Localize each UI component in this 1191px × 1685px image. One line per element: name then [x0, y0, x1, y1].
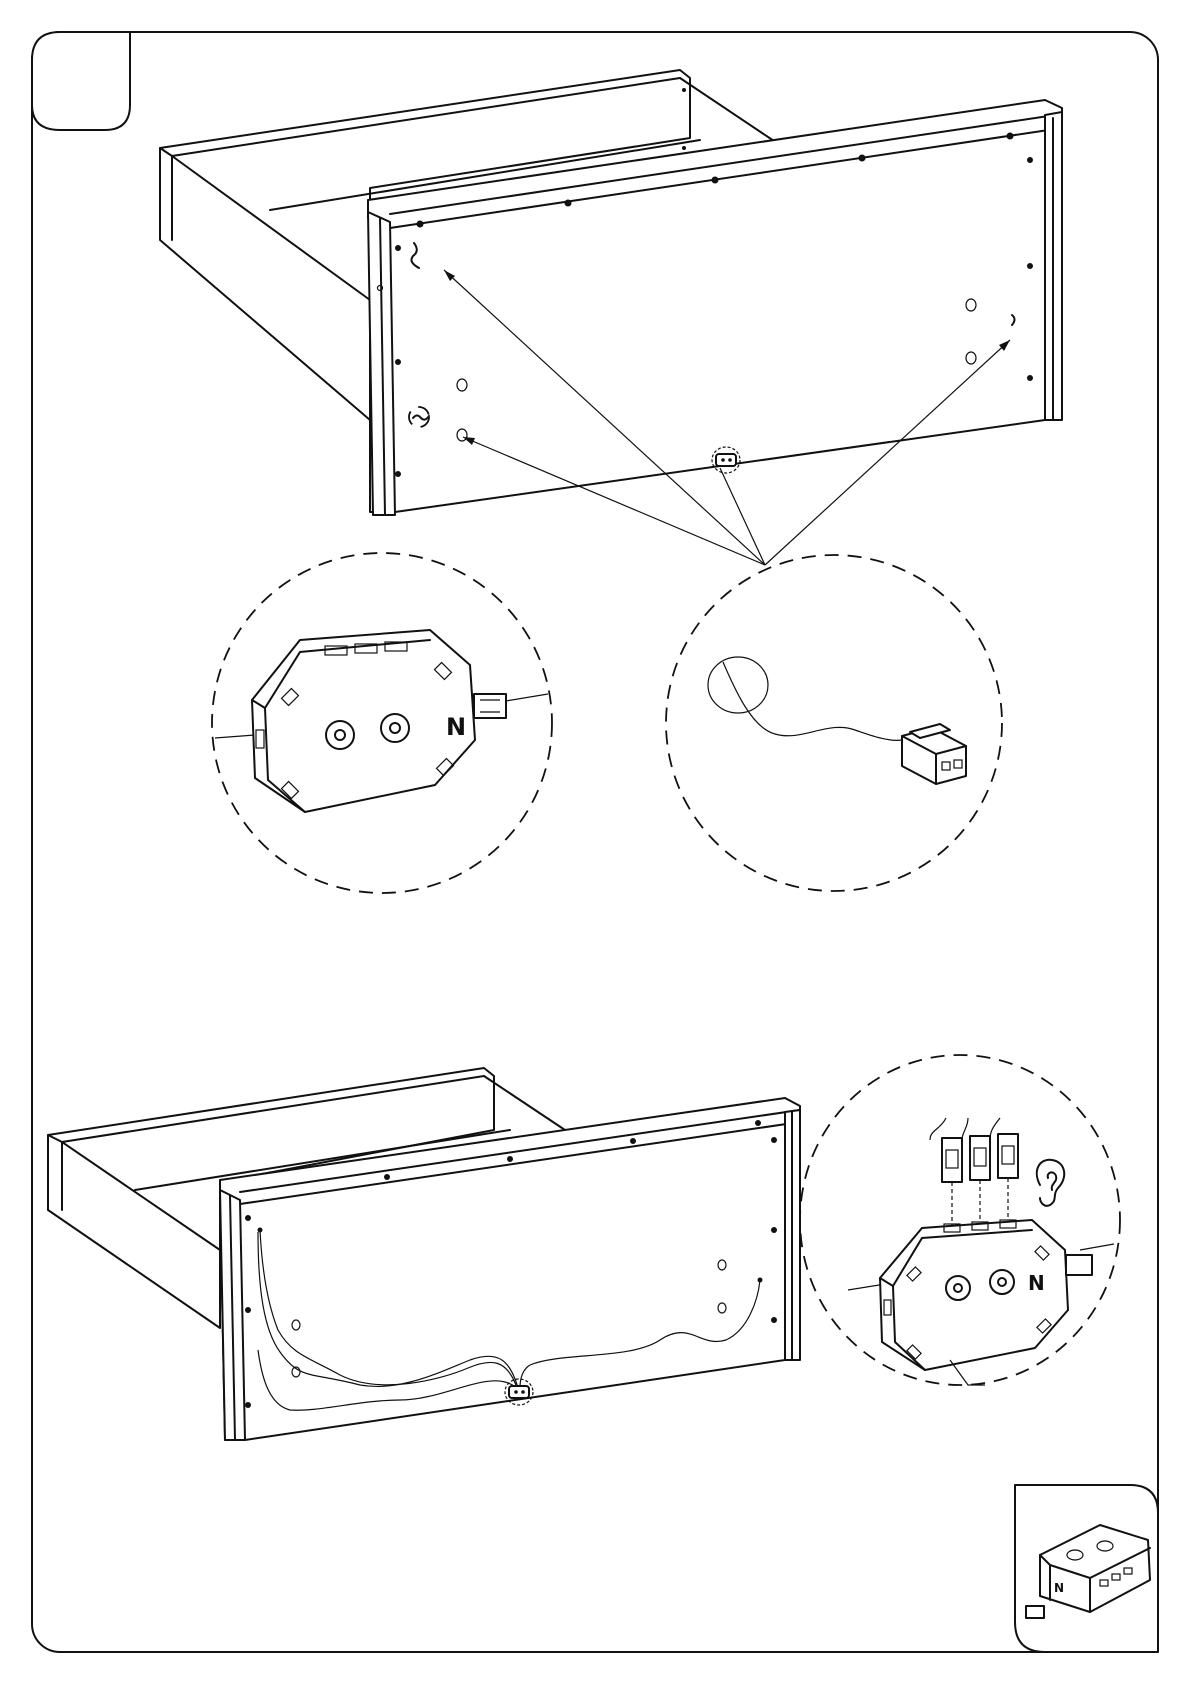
polarity-mark-icon: N — [1028, 1271, 1045, 1295]
corner-thumbnail: N — [1015, 1485, 1158, 1652]
click-hint: ? — [1046, 1199, 1047, 1201]
detail-cable-connector — [666, 555, 1002, 891]
detail-box-with-three-connectors: N — [800, 1055, 1120, 1385]
drawer-step-top — [160, 70, 1062, 565]
drawer-step-bottom — [48, 1068, 800, 1440]
connector-plugs — [930, 1118, 1018, 1225]
step-number-badge — [32, 32, 130, 130]
detail-junction-box: N — [212, 553, 552, 893]
polarity-mark-icon: N — [446, 713, 466, 741]
polarity-mark-icon: N — [1054, 1581, 1064, 1595]
ear-icon — [1037, 1160, 1064, 1206]
